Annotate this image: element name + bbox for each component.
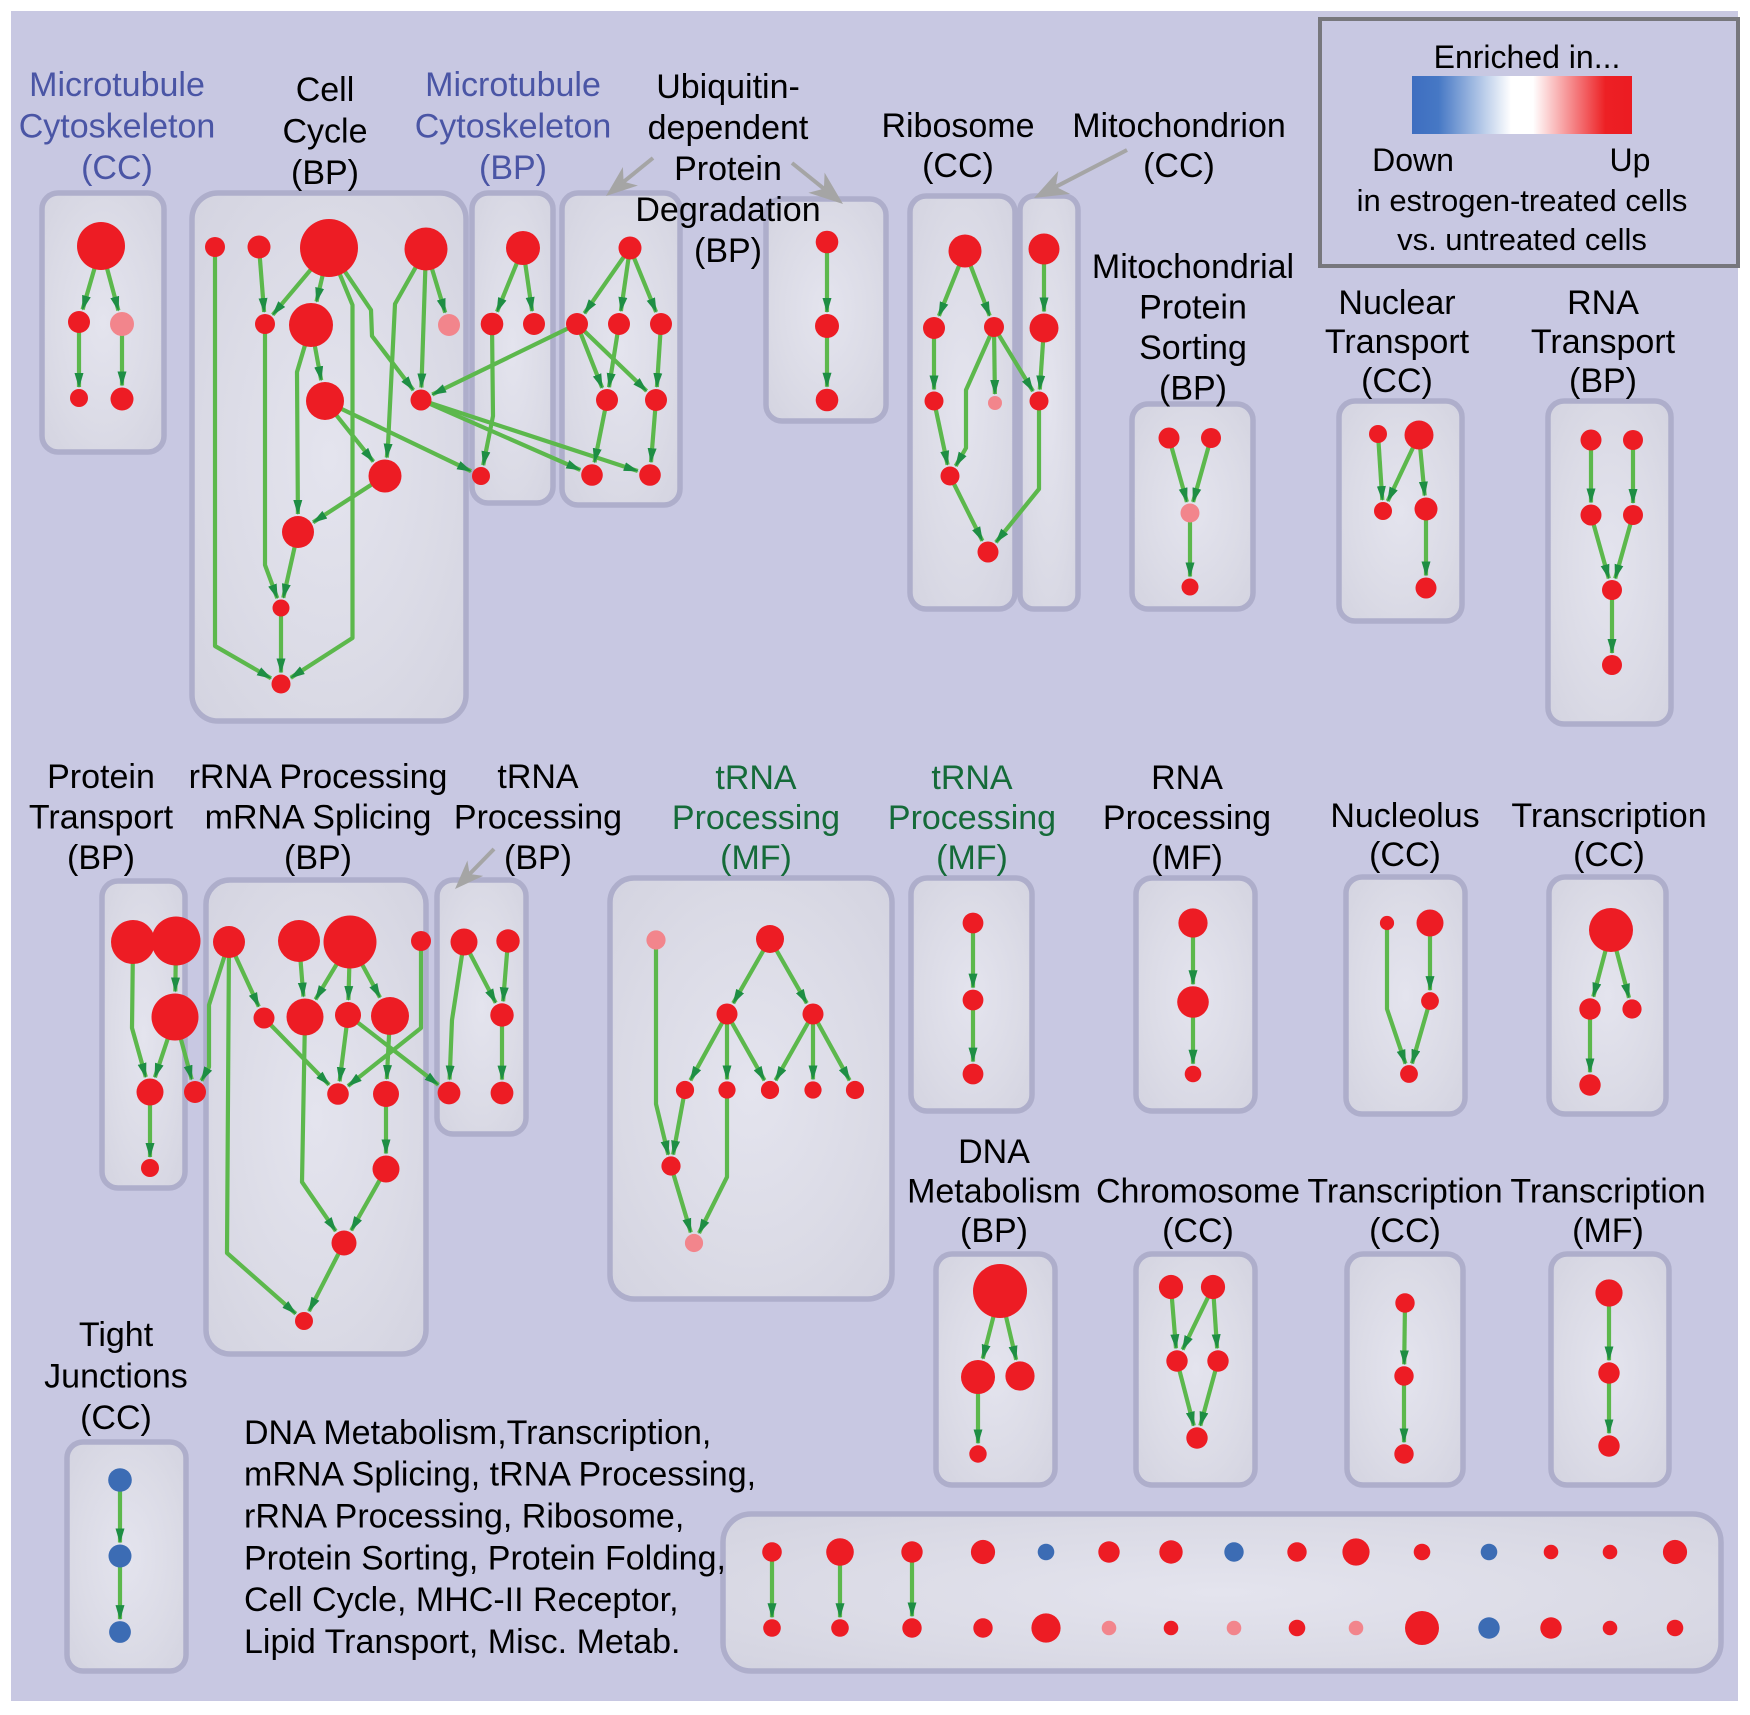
svg-text:(BP): (BP) (694, 232, 762, 270)
svg-text:Chromosome: Chromosome (1096, 1172, 1300, 1210)
svg-text:Mitochondrion: Mitochondrion (1072, 107, 1286, 145)
svg-text:Protein: Protein (1139, 288, 1247, 326)
svg-text:(BP): (BP) (1569, 362, 1637, 400)
svg-text:(CC): (CC) (922, 147, 994, 185)
svg-text:Microtubule: Microtubule (425, 66, 601, 104)
svg-text:Cell Cycle, MHC-II Receptor,: Cell Cycle, MHC-II Receptor, (244, 1581, 679, 1619)
svg-text:(BP): (BP) (1159, 369, 1227, 407)
svg-text:(MF): (MF) (936, 839, 1008, 877)
svg-text:Cytoskeleton: Cytoskeleton (415, 107, 612, 145)
svg-text:Mitochondrial: Mitochondrial (1092, 248, 1294, 286)
svg-text:dependent: dependent (648, 109, 809, 147)
svg-text:Nucleolus: Nucleolus (1330, 797, 1479, 835)
svg-text:vs. untreated cells: vs. untreated cells (1397, 222, 1647, 257)
svg-text:(CC): (CC) (81, 149, 153, 187)
svg-text:Junctions: Junctions (44, 1357, 188, 1395)
svg-text:Protein: Protein (47, 758, 155, 796)
svg-text:Ubiquitin-: Ubiquitin- (656, 68, 800, 106)
svg-text:Sorting: Sorting (1139, 329, 1247, 367)
svg-text:(MF): (MF) (1572, 1212, 1644, 1250)
svg-text:mRNA Splicing: mRNA Splicing (205, 798, 432, 836)
svg-text:Down: Down (1372, 142, 1454, 178)
svg-text:(MF): (MF) (720, 839, 792, 877)
svg-text:(BP): (BP) (291, 154, 359, 192)
svg-text:Transport: Transport (1325, 323, 1470, 361)
svg-text:(MF): (MF) (1151, 839, 1223, 877)
svg-text:DNA Metabolism,Transcription,: DNA Metabolism,Transcription, (244, 1414, 711, 1452)
svg-text:tRNA: tRNA (715, 759, 797, 797)
svg-text:Transcription: Transcription (1511, 797, 1706, 835)
svg-text:tRNA: tRNA (497, 758, 579, 796)
svg-text:Processing: Processing (454, 798, 622, 836)
svg-text:(CC): (CC) (1162, 1212, 1234, 1250)
svg-text:Metabolism: Metabolism (907, 1172, 1081, 1210)
svg-text:(CC): (CC) (1573, 836, 1645, 874)
svg-text:tRNA: tRNA (931, 759, 1013, 797)
svg-text:rRNA Processing, Ribosome,: rRNA Processing, Ribosome, (244, 1498, 684, 1536)
svg-text:(CC): (CC) (80, 1399, 152, 1437)
svg-text:Microtubule: Microtubule (29, 66, 205, 104)
svg-text:Nuclear: Nuclear (1338, 284, 1455, 322)
svg-text:Cytoskeleton: Cytoskeleton (19, 107, 216, 145)
svg-text:Transport: Transport (1531, 323, 1676, 361)
svg-text:Tight: Tight (79, 1316, 154, 1354)
svg-text:(BP): (BP) (504, 839, 572, 877)
svg-text:(BP): (BP) (479, 149, 547, 187)
svg-text:Ribosome: Ribosome (881, 107, 1034, 145)
svg-text:Degradation: Degradation (635, 191, 820, 229)
svg-text:Lipid Transport, Misc. Metab.: Lipid Transport, Misc. Metab. (244, 1623, 681, 1661)
svg-text:Transport: Transport (29, 798, 174, 836)
svg-text:Protein: Protein (674, 150, 782, 188)
svg-text:Transcription: Transcription (1307, 1172, 1502, 1210)
svg-text:(BP): (BP) (284, 839, 352, 877)
svg-text:(CC): (CC) (1361, 362, 1433, 400)
svg-text:in estrogen-treated cells: in estrogen-treated cells (1357, 183, 1688, 218)
svg-text:Cycle: Cycle (282, 112, 367, 150)
svg-text:Processing: Processing (1103, 799, 1271, 837)
svg-text:Processing: Processing (672, 799, 840, 837)
svg-text:(BP): (BP) (960, 1212, 1028, 1250)
svg-text:Up: Up (1610, 142, 1651, 178)
svg-text:Protein Sorting, Protein Foldi: Protein Sorting, Protein Folding, (244, 1539, 726, 1577)
svg-text:Enriched in...: Enriched in... (1434, 39, 1621, 75)
svg-text:Processing: Processing (888, 799, 1056, 837)
svg-text:(CC): (CC) (1369, 1212, 1441, 1250)
svg-text:DNA: DNA (958, 1133, 1030, 1171)
svg-text:(CC): (CC) (1143, 147, 1215, 185)
svg-text:Transcription: Transcription (1510, 1172, 1705, 1210)
svg-text:RNA: RNA (1567, 284, 1639, 322)
svg-text:rRNA Processing: rRNA Processing (189, 758, 448, 796)
svg-text:Cell: Cell (296, 71, 355, 109)
svg-text:mRNA Splicing, tRNA Processing: mRNA Splicing, tRNA Processing, (244, 1456, 756, 1494)
svg-text:(CC): (CC) (1369, 836, 1441, 874)
svg-text:(BP): (BP) (67, 839, 135, 877)
svg-text:RNA: RNA (1151, 759, 1223, 797)
